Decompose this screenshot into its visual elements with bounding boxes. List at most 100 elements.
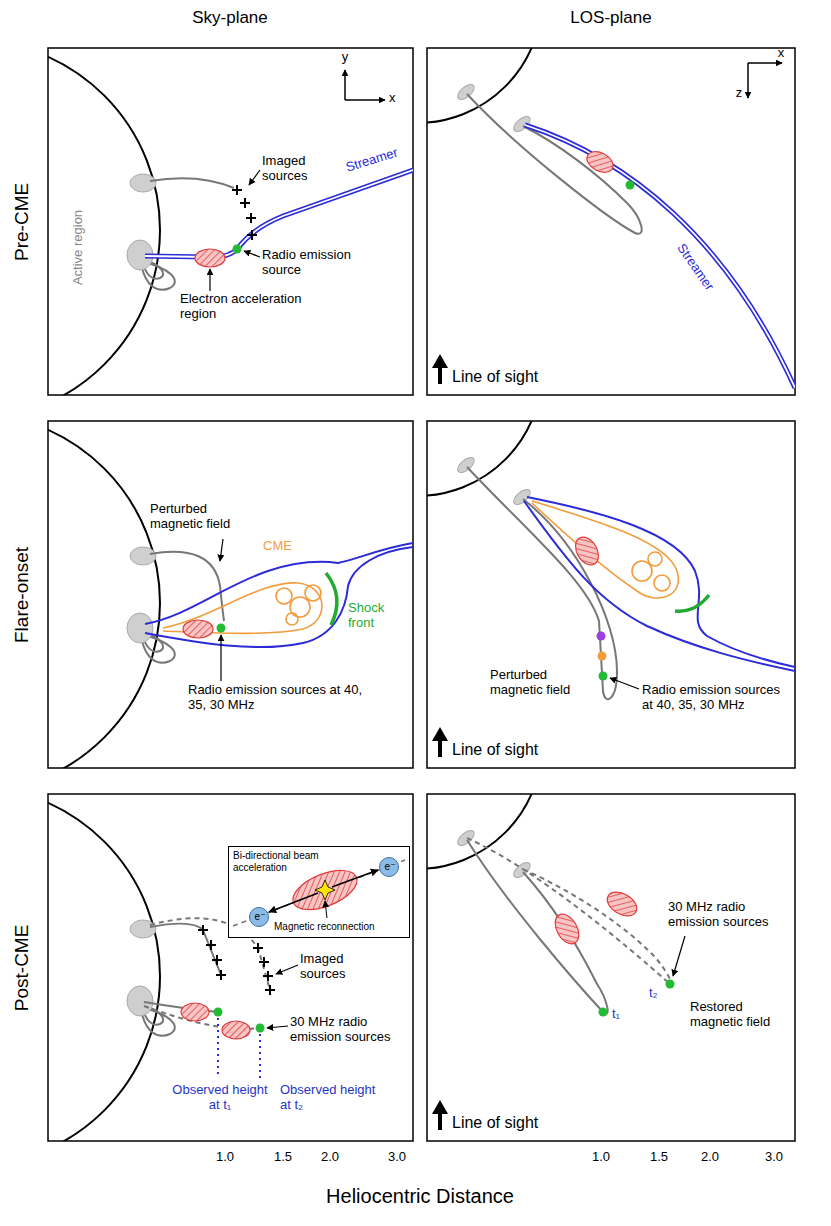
- art-circle: [599, 672, 608, 681]
- art-use: [145, 170, 413, 257]
- art-circle: [666, 980, 675, 989]
- callout-label: 30 MHz radio emission sources: [290, 1015, 404, 1045]
- inset-box: Bi-directional beam accelerationMagnetic…: [228, 846, 410, 938]
- art-line: [345, 99, 385, 101]
- art-circle: [598, 652, 607, 661]
- art-use: [525, 125, 795, 388]
- callout-label: Imaged sources: [300, 952, 366, 982]
- column-header: Sky-plane: [170, 8, 290, 28]
- art-path: [253, 943, 275, 995]
- art-line: [344, 70, 346, 100]
- flare-los-panel: [292, 246, 795, 757]
- art-use: [427, 48, 542, 134]
- art-line: [748, 62, 782, 64]
- art-circle: [626, 181, 635, 190]
- art-path: [675, 595, 709, 611]
- art-use: [432, 1100, 448, 1130]
- art-ellipse: [571, 533, 603, 569]
- callout-label: 30 MHz radio emission sources: [668, 900, 782, 930]
- art-use: [145, 170, 413, 257]
- node-text: e⁻: [380, 861, 400, 873]
- art-circle: [256, 1024, 265, 1033]
- art-path: [145, 547, 413, 647]
- art-line: [267, 1026, 288, 1028]
- art-line: [747, 63, 749, 98]
- art-rect: [48, 48, 413, 395]
- art-ellipse: [287, 862, 362, 917]
- art-g: [427, 48, 795, 388]
- height-label: Observed height at t₂: [280, 1083, 380, 1113]
- callout-label: Restored magnetic field: [690, 1000, 786, 1030]
- axis-title: Heliocentric Distance: [270, 1185, 570, 1208]
- reconnection-inset: [228, 846, 410, 938]
- node-text: e⁻: [250, 911, 270, 923]
- art-circle: [214, 1008, 223, 1017]
- axis-label: y: [338, 50, 352, 65]
- art-circle: [654, 575, 670, 591]
- art-ellipse: [183, 620, 213, 638]
- time-label: t₁: [612, 1007, 632, 1022]
- shock-label: Shock front: [348, 601, 403, 631]
- los-label: Line of sight: [452, 368, 582, 386]
- tick-label: 2.0: [692, 1150, 728, 1165]
- art-g: [48, 48, 413, 395]
- callout-label: Radio emission sources at 40, 35, 30 MHz: [188, 683, 368, 713]
- callout-label: Radio emission source: [262, 248, 354, 278]
- tick-label: 1.5: [641, 1150, 677, 1165]
- axis-label: z: [733, 86, 745, 101]
- art-circle: [290, 597, 310, 617]
- art-line: [220, 539, 223, 561]
- art-line: [217, 1018, 219, 1078]
- tick-label: 1.0: [207, 1150, 243, 1165]
- callout-label: Electron acceleration region: [180, 292, 302, 322]
- art-path: [524, 501, 795, 671]
- art-use: [48, 794, 175, 1141]
- art-g: [532, 501, 678, 598]
- art-rect: [48, 794, 413, 1141]
- art-ellipse: [195, 249, 225, 267]
- region-label: Active region: [71, 197, 86, 297]
- art-line: [259, 1034, 261, 1078]
- art-use: [432, 354, 448, 384]
- art-circle: [648, 552, 662, 566]
- art-ellipse: [583, 147, 616, 176]
- axis-label: x: [389, 91, 403, 106]
- art-path: [532, 501, 678, 598]
- tick-label: 1.0: [583, 1150, 619, 1165]
- callout-label: Perturbed magnetic field: [150, 502, 250, 532]
- art-polygon: [315, 880, 335, 900]
- art-path: [150, 178, 234, 188]
- art-use: [525, 125, 795, 388]
- art-circle: [276, 588, 292, 604]
- post-sky-panel: [0, 786, 298, 1166]
- pre-sky-panel: [0, 40, 413, 420]
- art-circle: [305, 585, 321, 601]
- art-path: [467, 838, 672, 986]
- art-rect: [228, 846, 410, 938]
- art-path: [467, 94, 642, 234]
- art-line: [332, 870, 378, 887]
- art-line: [673, 936, 685, 976]
- art-use: [427, 421, 542, 507]
- art-circle: [217, 624, 226, 633]
- art-path: [326, 573, 337, 625]
- electron-circle: e⁻: [249, 907, 269, 927]
- electron-circle: e⁻: [379, 857, 399, 877]
- row-header: Flare-onset: [11, 535, 33, 655]
- art-line: [269, 893, 318, 912]
- art-circle: [233, 245, 242, 254]
- art-use: [48, 48, 175, 395]
- art-ellipse: [550, 910, 583, 948]
- art-line: [249, 170, 260, 185]
- art-line: [325, 901, 327, 918]
- art-g: [427, 421, 795, 757]
- art-circle: [632, 561, 652, 581]
- art-ellipse: [603, 887, 641, 920]
- art-ellipse: [222, 1021, 250, 1039]
- tick-label: 2.0: [312, 1150, 348, 1165]
- art-g: [427, 794, 685, 1130]
- callout-label: Perturbed magnetic field: [490, 668, 590, 698]
- tick-label: 3.0: [379, 1150, 415, 1165]
- los-label: Line of sight: [452, 741, 582, 759]
- art-rect: [427, 48, 795, 395]
